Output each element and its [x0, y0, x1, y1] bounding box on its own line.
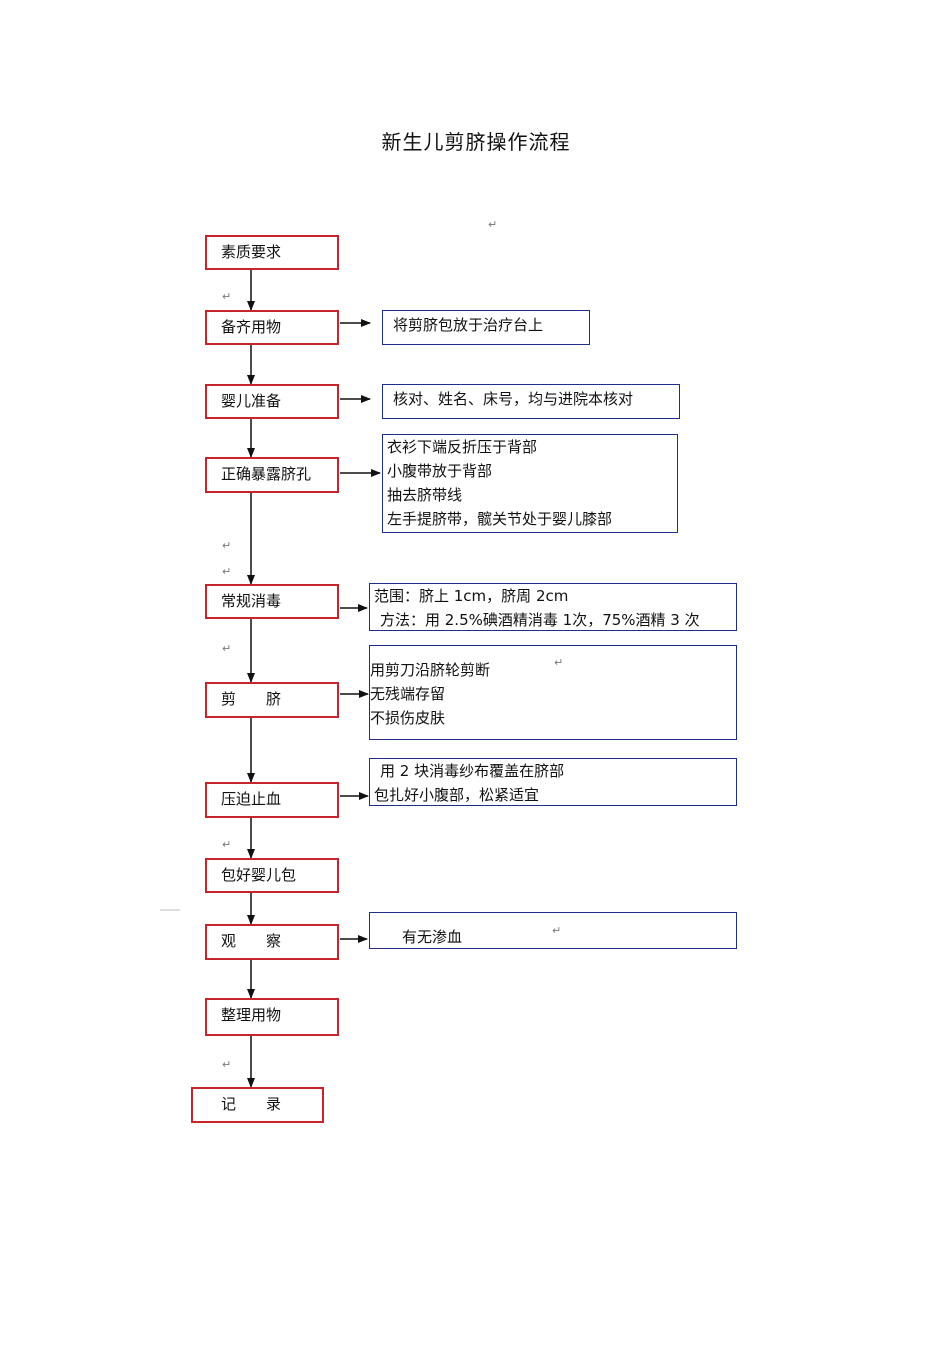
note-prepare-baby: 核对、姓名、床号，均与进院本核对 — [382, 384, 680, 419]
note-line: 左手提脐带，髋关节处于婴儿膝部 — [387, 510, 613, 528]
note-line: 用剪刀沿脐轮剪断 — [370, 661, 491, 679]
note-cut: 用剪刀沿脐轮剪断 无残端存留 不损伤皮肤 — [369, 645, 737, 740]
paragraph-mark: ↵ — [222, 838, 232, 851]
note-line: 范围：脐上 1cm，脐周 2cm — [374, 587, 569, 605]
note-observe: 有无渗血 — [369, 912, 737, 949]
paragraph-mark: ↵ — [222, 290, 232, 303]
note-line: 不损伤皮肤 — [370, 709, 446, 727]
note-line: 无残端存留 — [370, 685, 446, 703]
note-hemostasis: 用 2 块消毒纱布覆盖在脐部 包扎好小腹部，松紧适宜 — [369, 758, 737, 806]
step-expose-navel: 正确暴露脐孔 — [205, 457, 339, 493]
note-line: 将剪脐包放于治疗台上 — [393, 316, 544, 334]
paragraph-mark: ↵ — [222, 539, 232, 552]
note-line: 小腹带放于背部 — [387, 462, 493, 480]
note-line: 包扎好小腹部，松紧适宜 — [374, 786, 540, 804]
step-wrap-baby: 包好婴儿包 — [205, 858, 339, 893]
note-line: 方法：用 2.5%碘酒精消毒 1次，75%酒精 3 次 — [380, 611, 700, 629]
step-observe: 观 察 — [205, 924, 339, 960]
step-quality-requirements: 素质要求 — [205, 235, 339, 270]
paragraph-mark: ↵ — [554, 656, 564, 669]
page-title: 新生儿剪脐操作流程 — [381, 130, 571, 154]
note-line: 衣衫下端反折压于背部 — [387, 438, 538, 456]
note-line: 核对、姓名、床号，均与进院本核对 — [393, 390, 634, 408]
paragraph-mark: ↵ — [222, 565, 232, 578]
paragraph-mark: ↵ — [552, 924, 562, 937]
note-expose-navel: 衣衫下端反折压于背部 小腹带放于背部 抽去脐带线 左手提脐带，髋关节处于婴儿膝部 — [382, 434, 678, 533]
step-press-hemostasis: 压迫止血 — [205, 782, 339, 818]
note-line: 用 2 块消毒纱布覆盖在脐部 — [380, 762, 565, 780]
note-disinfect: 范围：脐上 1cm，脐周 2cm 方法：用 2.5%碘酒精消毒 1次，75%酒精… — [369, 583, 737, 631]
step-tidy-items: 整理用物 — [205, 998, 339, 1036]
paragraph-mark: ↵ — [222, 642, 232, 655]
note-prepare-items: 将剪脐包放于治疗台上 — [382, 310, 590, 345]
note-line: 有无渗血 — [402, 928, 463, 946]
step-record: 记 录 — [191, 1087, 324, 1123]
paragraph-mark: ↵ — [222, 1058, 232, 1071]
step-prepare-items: 备齐用物 — [205, 310, 339, 345]
paragraph-mark: ↵ — [488, 218, 498, 231]
step-routine-disinfection: 常规消毒 — [205, 584, 339, 619]
step-cut-cord: 剪 脐 — [205, 682, 339, 718]
step-prepare-baby: 婴儿准备 — [205, 384, 339, 419]
note-line: 抽去脐带线 — [387, 486, 463, 504]
